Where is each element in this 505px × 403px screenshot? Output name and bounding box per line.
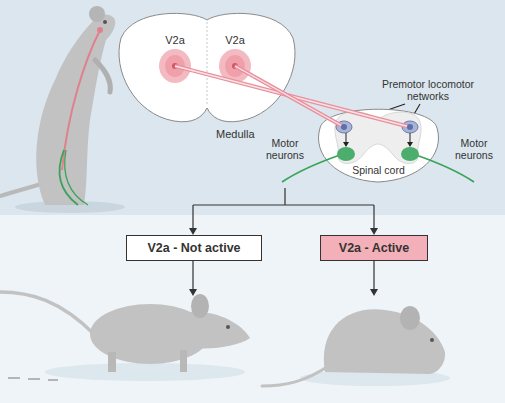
brain-region: Medulla V2a V2a xyxy=(112,8,302,143)
region-label: Spinal cord xyxy=(310,164,447,176)
structure-label: Motor neurons xyxy=(452,137,496,161)
state-label: V2a - Not active xyxy=(147,241,240,255)
neuron-population: V2a xyxy=(157,34,193,88)
neuron-cluster xyxy=(157,46,193,86)
bottom-panel xyxy=(0,215,505,403)
neuron-cluster xyxy=(217,46,253,86)
state-box: V2a - Active xyxy=(320,235,428,261)
walking-mouse xyxy=(0,292,250,381)
structure-label: Motor neurons xyxy=(263,137,307,161)
structure-label: Premotor locomotor networks xyxy=(372,78,484,102)
rearing-mouse xyxy=(0,6,125,213)
top-panel xyxy=(0,0,505,215)
neuron-population: V2a xyxy=(217,34,253,88)
state-box: V2a - Not active xyxy=(126,235,262,261)
medulla-outline xyxy=(112,8,302,128)
spinal-cord: Spinal cord xyxy=(310,100,447,185)
population-label: V2a xyxy=(217,34,253,46)
state-label: V2a - Active xyxy=(339,241,409,255)
population-label: V2a xyxy=(157,34,193,46)
region-label: Medulla xyxy=(216,128,255,140)
crouched-mouse xyxy=(262,306,450,386)
